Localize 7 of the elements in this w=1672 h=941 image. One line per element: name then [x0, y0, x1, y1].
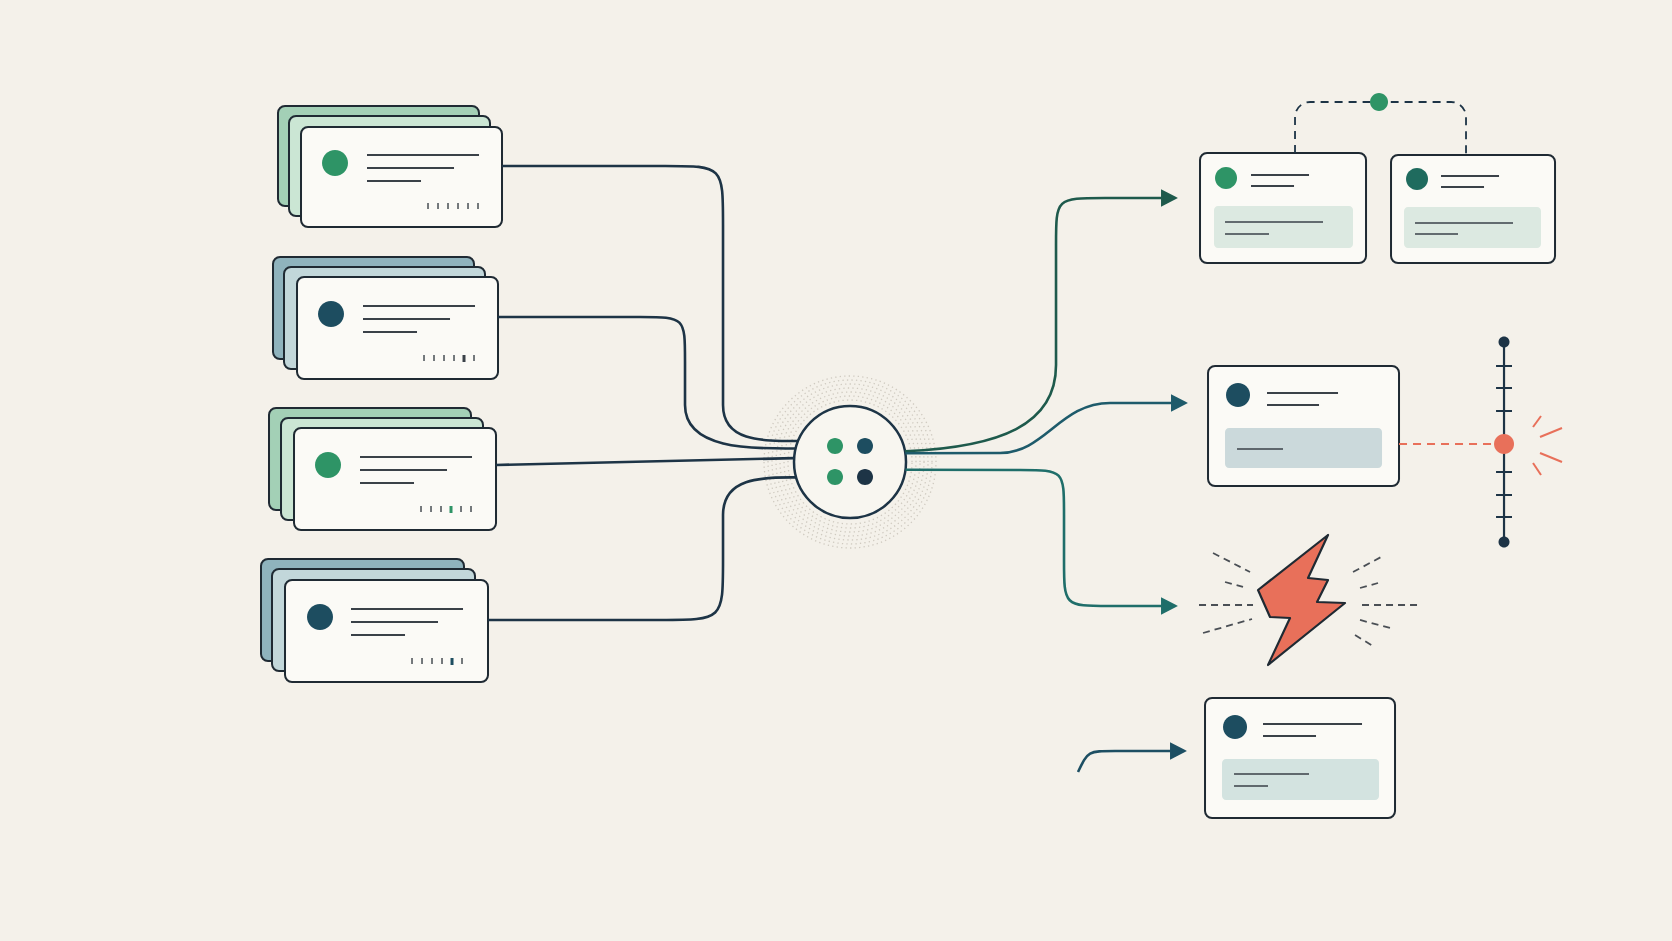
connector-line: [502, 164, 799, 443]
marker-dot: [1494, 434, 1515, 454]
connector-line: [1294, 101, 1467, 156]
connector-line: [488, 476, 797, 622]
connector-line: [496, 456, 795, 467]
lightning-bolt: [1198, 533, 1418, 667]
connector-line: [498, 315, 796, 450]
